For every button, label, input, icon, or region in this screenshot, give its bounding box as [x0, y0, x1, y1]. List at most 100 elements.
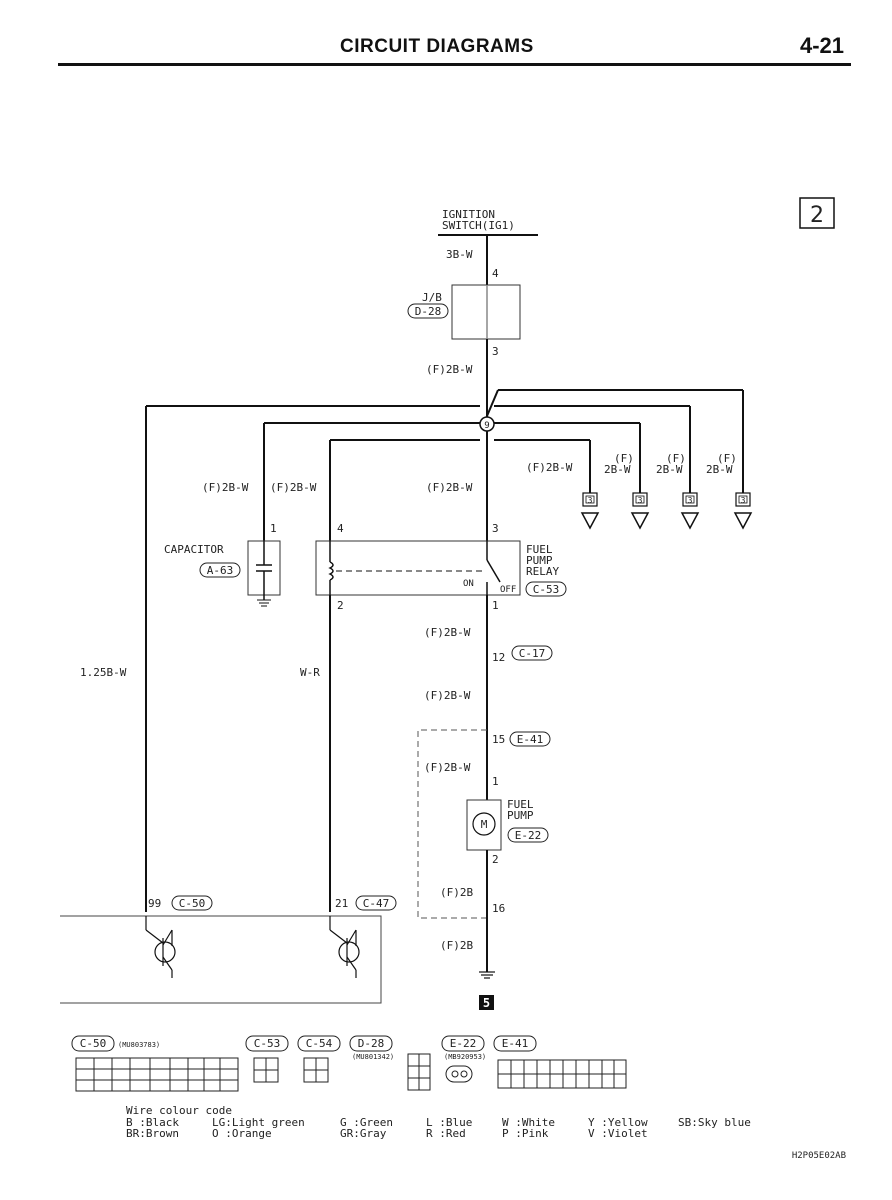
svg-text:E-22: E-22 — [450, 1037, 477, 1050]
junction-splice-number: 9 — [484, 421, 489, 431]
svg-text:C-50: C-50 — [80, 1037, 107, 1050]
relay-off-label: OFF — [500, 585, 516, 595]
part-number-c50: (MU803783) — [118, 1041, 160, 1049]
wire-label-f-branch-2: (F) — [614, 452, 634, 465]
connector-tag-c17: C-17 — [511, 645, 553, 661]
connector-view-e22 — [445, 1065, 473, 1083]
legend-r0-c6: SB:Sky blue — [678, 1116, 751, 1129]
ground-ref-box — [479, 995, 494, 1010]
motor-symbol: M — [481, 818, 488, 831]
wire-label-2bw-branch-4: 2B-W — [706, 463, 733, 476]
svg-text:A-63: A-63 — [207, 564, 234, 577]
pin-relay-2: 2 — [337, 599, 344, 612]
fuel-pump-label-1: FUEL — [507, 798, 534, 811]
legend-r1-c0: BR:Brown — [126, 1127, 179, 1140]
legend-r0-c1: LG:Light green — [212, 1116, 305, 1129]
relay-label-2: PUMP — [526, 554, 553, 567]
wire-label-f2bw-relay-out: (F)2B-W — [424, 626, 471, 639]
connector-tag-d28: D-28 — [407, 303, 449, 319]
svg-text:3: 3 — [638, 496, 643, 505]
svg-text:E-41: E-41 — [517, 733, 544, 746]
wire-label-f-branch-3: (F) — [666, 452, 686, 465]
destination-marker-2: 3 — [630, 492, 650, 530]
jb-label: J/B — [422, 291, 442, 304]
fuel-pump-relay-box — [315, 540, 521, 596]
wire-label-wr: W-R — [300, 666, 320, 679]
page-number: 4-21 — [800, 33, 845, 58]
wire-label-f2bw-tank: (F)2B-W — [424, 761, 471, 774]
sheet-number-box — [799, 197, 835, 229]
junction-block — [451, 284, 521, 340]
wire-label-2bw-branch-3: 2B-W — [656, 463, 683, 476]
connector-view-tag-c50: C-50 — [71, 1035, 115, 1052]
svg-text:C-54: C-54 — [306, 1037, 333, 1050]
wire-label-2bw-branch-2: 2B-W — [604, 463, 631, 476]
relay-on-label: ON — [463, 579, 474, 589]
footer-code: H2P05E02AB — [792, 1151, 846, 1161]
wire-label-f2bw-branch-1: (F)2B-W — [526, 461, 573, 474]
legend-r0-c5: Y :Yellow — [588, 1116, 648, 1129]
page-title: CIRCUIT DIAGRAMS — [340, 36, 534, 57]
legend-r0-c3: L :Blue — [426, 1116, 472, 1129]
transistor-icon-1 — [145, 916, 176, 978]
pin-pump-2: 2 — [492, 853, 499, 866]
ground-ref-number: 5 — [483, 996, 490, 1010]
pin-16: 16 — [492, 902, 505, 915]
svg-text:C-47: C-47 — [363, 897, 390, 910]
pin-relay-1: 1 — [492, 599, 499, 612]
pin-jb-in: 4 — [492, 267, 499, 280]
svg-text:D-28: D-28 — [415, 305, 442, 318]
connector-view-tag-e22: E-22 — [441, 1035, 485, 1052]
svg-text:3: 3 — [588, 496, 593, 505]
svg-text:3: 3 — [741, 496, 746, 505]
legend-r0-c0: B :Black — [126, 1116, 179, 1129]
wire-label-f2bw-1: (F)2B-W — [426, 363, 473, 376]
pin-21: 21 — [335, 897, 348, 910]
ground-icon — [479, 971, 495, 979]
svg-text:C-53: C-53 — [254, 1037, 281, 1050]
legend-r1-c1: O :Orange — [212, 1127, 272, 1140]
destination-marker-1: 3 — [580, 492, 600, 530]
pin-e41: 15 — [492, 733, 505, 746]
header-rule — [58, 63, 851, 66]
fuel-pump-label-2: PUMP — [507, 809, 534, 822]
wire-label-f2b-1: (F)2B — [440, 886, 473, 899]
connector-tag-c50: C-50 — [171, 895, 213, 911]
capacitor-label: CAPACITOR — [164, 543, 224, 556]
relay-coil-icon — [328, 561, 334, 581]
legend-title: Wire colour code — [126, 1104, 232, 1117]
ecu-box — [60, 915, 382, 1004]
relay-contact-arm — [486, 559, 501, 583]
part-number-e22: (MB920953) — [444, 1053, 486, 1061]
transistor-icon-2 — [329, 916, 360, 978]
connector-tag-e22: E-22 — [507, 827, 549, 843]
relay-label-1: FUEL — [526, 543, 553, 556]
destination-marker-4: 3 — [733, 492, 753, 530]
legend-r1-c3: R :Red — [426, 1127, 466, 1140]
wire-label-3bw: 3B-W — [446, 248, 473, 261]
connector-tag-c47: C-47 — [355, 895, 397, 911]
svg-text:3: 3 — [688, 496, 693, 505]
connector-view-c54 — [303, 1057, 329, 1083]
connector-view-c53 — [253, 1057, 279, 1083]
wire-label-f2bw-relay: (F)2B-W — [270, 481, 317, 494]
svg-text:E-22: E-22 — [515, 829, 542, 842]
legend-r0-c4: W :White — [502, 1116, 555, 1129]
wire-label-125bw: 1.25B-W — [80, 666, 127, 679]
fuel-pump-box — [466, 799, 502, 851]
wire-label-f2bw-capacitor: (F)2B-W — [202, 481, 249, 494]
ignition-switch-label-1: IGNITION — [442, 208, 495, 221]
connector-view-c50 — [75, 1057, 239, 1092]
capacitor-ground-icon — [257, 599, 271, 607]
svg-text:E-41: E-41 — [502, 1037, 529, 1050]
wire-label-f2b-2: (F)2B — [440, 939, 473, 952]
svg-text:D-28: D-28 — [358, 1037, 385, 1050]
relay-label-3: RELAY — [526, 565, 559, 578]
destination-marker-3: 3 — [680, 492, 700, 530]
ignition-switch-label-2: SWITCH(IG1) — [442, 219, 515, 232]
wire-label-f2bw-main: (F)2B-W — [426, 481, 473, 494]
connector-view-tag-e41: E-41 — [493, 1035, 537, 1052]
legend-r0-c2: G :Green — [340, 1116, 393, 1129]
pin-capacitor: 1 — [270, 522, 277, 535]
